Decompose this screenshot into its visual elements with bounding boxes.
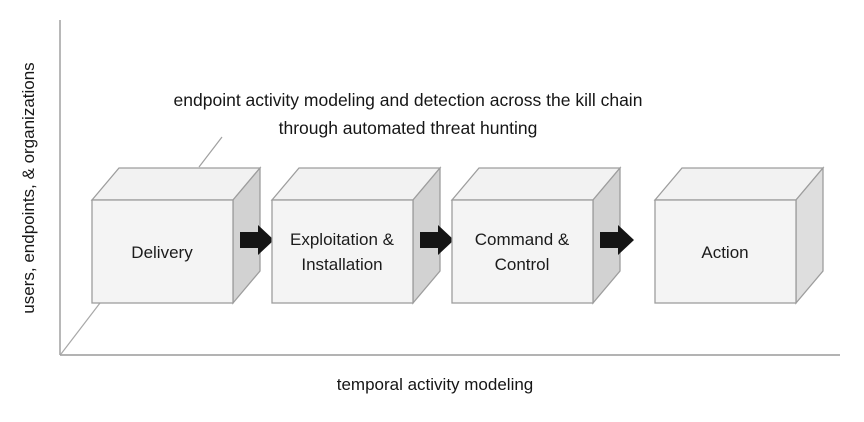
command-box-label-line-1: Command & xyxy=(475,230,570,249)
action-box-label-line-1: Action xyxy=(701,243,748,262)
right-arrow-icon xyxy=(600,225,634,255)
z-axis-depth-line xyxy=(60,302,101,355)
delivery-box-top-face xyxy=(90,167,262,201)
title-line-1: endpoint activity modeling and detection… xyxy=(174,90,643,110)
title-leader-line xyxy=(198,136,223,168)
stage-box-delivery[interactable]: Delivery xyxy=(90,166,262,305)
right-arrow-icon xyxy=(420,225,454,255)
stage-box-action[interactable]: Action xyxy=(653,166,825,305)
delivery-box-front-face xyxy=(91,199,234,304)
title-block: endpoint activity modeling and detection… xyxy=(174,90,643,138)
action-box-front-face xyxy=(654,199,797,304)
title-line-2: through automated threat hunting xyxy=(279,118,538,138)
action-box-top-face xyxy=(653,167,825,201)
exploitation-box-top-face xyxy=(270,167,442,201)
delivery-box-label-line-1: Delivery xyxy=(131,243,193,262)
arrow-delivery-to-exploitation xyxy=(240,225,274,255)
right-arrow-icon xyxy=(240,225,274,255)
command-box-top-face xyxy=(450,167,622,201)
axis-group xyxy=(59,20,840,356)
arrow-command-to-action xyxy=(600,225,634,255)
command-box-label-line-2: Control xyxy=(495,255,550,274)
command-box-front-face xyxy=(451,199,594,304)
x-axis-label: temporal activity modeling xyxy=(337,375,534,394)
stage-box-exploitation-installation[interactable]: Exploitation & Installation xyxy=(270,166,442,305)
y-axis-label: users, endpoints, & organizations xyxy=(19,62,38,313)
arrow-exploitation-to-command xyxy=(420,225,454,255)
exploitation-box-front-face xyxy=(271,199,414,304)
exploitation-box-label-line-1: Exploitation & xyxy=(290,230,395,249)
exploitation-box-label-line-2: Installation xyxy=(301,255,382,274)
stage-box-command-control[interactable]: Command & Control xyxy=(450,166,622,305)
